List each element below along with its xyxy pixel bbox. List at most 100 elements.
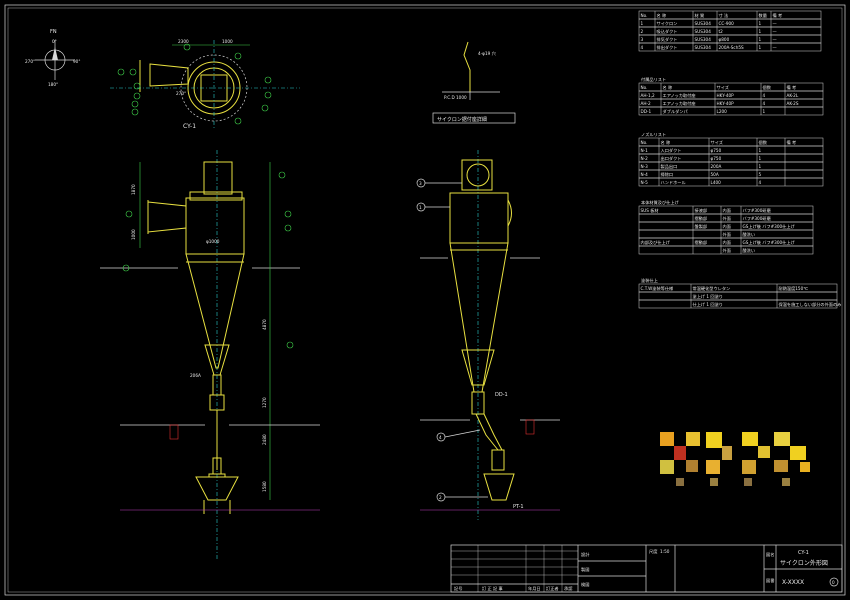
compass-fn: FN: [50, 29, 57, 35]
table-cell: —: [773, 45, 777, 50]
table-cell: 耐熱温度150℃: [779, 285, 809, 292]
table-cell: 1: [763, 109, 766, 114]
table-cell: 4: [641, 45, 644, 50]
scale-value: 1:50: [660, 549, 670, 554]
table-cell: L400: [711, 180, 722, 185]
side-dia: φ1000: [206, 239, 220, 244]
table-cell: ダブルダンパ: [663, 108, 689, 115]
drawing-no-label: 図番: [766, 577, 775, 584]
sheet-number: 0: [832, 580, 835, 585]
front-callout-4: 4: [439, 435, 442, 440]
top-view-label: CY-1: [183, 123, 196, 130]
table-cell: 出口ダクト: [661, 155, 682, 162]
side-elevation: 1870 1000 4870 1270 2480 1580 φ1000 206A: [100, 150, 320, 560]
table-cell: 1: [759, 37, 762, 42]
drawing-no: X-XXXX: [782, 579, 804, 586]
table-cell: AH-2: [641, 101, 652, 106]
table-cell: 内面: [723, 239, 731, 246]
side-206a: 206A: [190, 373, 201, 378]
table-cell: GS上げ後 バフ#300仕上げ: [743, 223, 796, 230]
side-dim-right-3: 1580: [262, 481, 267, 492]
table-header-cell: サイズ: [711, 139, 723, 146]
table-header-cell: 数量: [759, 12, 767, 19]
table-cell: N-4: [641, 172, 649, 177]
table-cell: N-3: [641, 164, 649, 169]
rev-header-0: 記号: [454, 585, 462, 592]
table-cell: エアノッカ取付座: [663, 100, 696, 107]
table-cell: 5: [759, 172, 762, 177]
table-header-cell: 材 質: [695, 12, 705, 19]
paint-table-title: 塗装仕上: [641, 277, 658, 284]
table-cell: SUS304: [695, 45, 712, 50]
table-cell: —: [773, 37, 777, 42]
table-cell: 1: [759, 21, 762, 26]
mount-detail: 4-φ19 穴 P.C.D 1000 サイクロン据付座詳細: [432, 41, 516, 124]
table-cell: —: [773, 21, 777, 26]
top-dim-mid: 1000: [222, 39, 233, 44]
table-header-cell: No.: [641, 13, 648, 18]
table-cell: 内面: [723, 207, 731, 214]
table-cell: 内部及び仕上げ: [641, 239, 671, 246]
table-header-cell: 備 考: [787, 139, 797, 146]
scale-label: 尺度: [649, 548, 658, 555]
table-cell: N-1: [641, 148, 649, 153]
table-cell: GS上げ後 バフ#300仕上げ: [743, 239, 796, 246]
table-cell: 排気ダクト: [657, 36, 678, 43]
table-cell: SUS304: [695, 37, 712, 42]
finish-table-title: 本体材質及び仕上げ: [641, 199, 680, 206]
table-cell: 外面: [723, 231, 731, 238]
table-cell: DD-1: [641, 109, 652, 114]
front-callout-3: 3: [419, 181, 422, 186]
table-header-cell: 個数: [763, 84, 772, 91]
table-cell: 吸込ダクト: [657, 28, 678, 35]
table-header-cell: サイズ: [717, 84, 729, 91]
side-dim-left-0: 1870: [131, 184, 136, 195]
table-cell: 摺動部: [695, 239, 708, 246]
table-cell: バフ#300研磨: [743, 215, 772, 222]
table-cell: HKY-40P: [717, 101, 735, 106]
table-cell: 2: [641, 29, 644, 34]
table-cell: AK-2S: [787, 101, 799, 106]
table-header-cell: No.: [641, 85, 648, 90]
table-cell: 接液部: [695, 207, 708, 214]
table-header-cell: 備 考: [787, 84, 797, 91]
table-cell: φ800: [719, 37, 730, 42]
sheet-border: [4, 4, 846, 596]
table-cell: 200A-Sch5S: [719, 45, 745, 50]
top-angle: 270°: [176, 91, 186, 96]
table-cell: 摺動部: [695, 215, 708, 222]
detail-pcd: P.C.D 1000: [444, 95, 467, 100]
table-cell: C.T.W塗装等仕様: [641, 285, 675, 292]
table-cell: N-2: [641, 156, 649, 161]
detail-title: サイクロン据付座詳細: [437, 116, 487, 123]
front-callout-balloons: 3 1 4 2: [416, 178, 488, 502]
table-cell: サイクロン: [657, 21, 678, 27]
table-cell: 酸洗い: [743, 231, 756, 238]
nozzle-table-title: ノズルリスト: [641, 131, 666, 138]
table-cell: 外面: [723, 215, 731, 222]
table-header-cell: 備 考: [773, 12, 783, 19]
rev-header-3: 訂正者: [546, 585, 559, 592]
table-cell: SUS 板材: [641, 207, 659, 214]
finish-table: 本体材質及び仕上げSUS 板材接液部内面バフ#300研磨摺動部外面バフ#300研…: [638, 199, 814, 255]
table-cell: 掃除口: [661, 171, 674, 178]
table-cell: 入口ダクト: [661, 147, 682, 154]
table-cell: 仕上げ 1 回塗り: [693, 301, 723, 308]
rev-header-4: 承認: [564, 585, 573, 592]
table-header-cell: 名 称: [657, 12, 667, 19]
table-cell: 4: [759, 180, 762, 185]
table-header-cell: 個数: [759, 139, 768, 146]
paint-table: 塗装仕上C.T.W塗装等仕様常温硬化型ウレタン耐熱温度150℃塗上げ 1 回塗り…: [638, 277, 841, 309]
table-cell: CC-900: [719, 21, 735, 26]
top-dim-left: 2300: [178, 39, 189, 44]
table-cell: 酸洗い: [743, 247, 756, 254]
table-cell: L200: [717, 109, 728, 114]
drawing-name-label: 図名: [766, 551, 774, 558]
side-dim-right-2: 2480: [262, 434, 267, 445]
compass-270: 270°: [25, 59, 35, 64]
rev-header-2: 年月日: [528, 585, 541, 592]
